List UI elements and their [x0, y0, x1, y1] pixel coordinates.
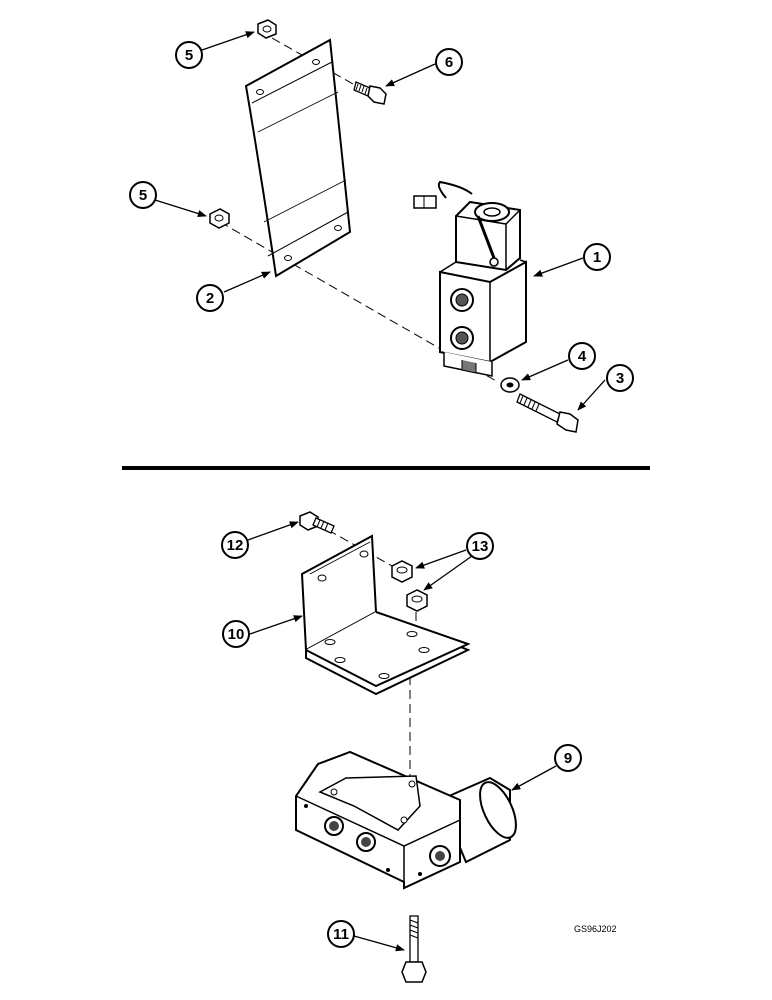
washer	[500, 377, 520, 393]
svg-text:5: 5	[139, 187, 147, 204]
svg-text:4: 4	[578, 348, 587, 365]
figure-code: GS96J202	[574, 924, 617, 934]
directional-valve	[295, 750, 517, 890]
callout-11: 11	[327, 920, 355, 948]
mounting-plate	[244, 38, 352, 278]
angle-bracket	[300, 534, 471, 696]
callout-3: 3	[606, 364, 634, 392]
svg-text:10: 10	[228, 626, 245, 643]
svg-text:3: 3	[616, 370, 624, 387]
bolt-short	[353, 81, 387, 105]
callout-12: 12	[221, 531, 249, 559]
hex-nut-13-lower	[406, 589, 428, 612]
svg-text:9: 9	[564, 750, 572, 767]
callout-10: 10	[222, 620, 250, 648]
callout-5-upper: 5	[175, 41, 203, 69]
bolt-long	[516, 393, 579, 433]
callout-6: 6	[435, 48, 463, 76]
svg-text:6: 6	[445, 54, 453, 71]
svg-text:11: 11	[333, 926, 349, 943]
callout-4: 4	[568, 342, 596, 370]
bolt-part-11	[401, 915, 427, 983]
svg-text:5: 5	[185, 47, 193, 64]
callout-9: 9	[554, 744, 582, 772]
svg-text:1: 1	[593, 249, 601, 266]
bolt-part-12	[299, 511, 335, 534]
callout-13: 13	[466, 532, 494, 560]
hex-nut-13-upper	[391, 560, 413, 583]
bottom-leader-lines	[247, 521, 557, 952]
callout-1: 1	[583, 243, 611, 271]
top-leader-lines	[154, 31, 606, 411]
hex-nut-lower	[209, 208, 230, 229]
svg-text:12: 12	[227, 537, 244, 554]
svg-text:13: 13	[472, 538, 489, 555]
solenoid-valve	[413, 180, 527, 377]
callout-2: 2	[196, 284, 224, 312]
hex-nut-upper	[257, 19, 277, 39]
callout-5-lower: 5	[129, 181, 157, 209]
svg-text:2: 2	[206, 290, 214, 307]
